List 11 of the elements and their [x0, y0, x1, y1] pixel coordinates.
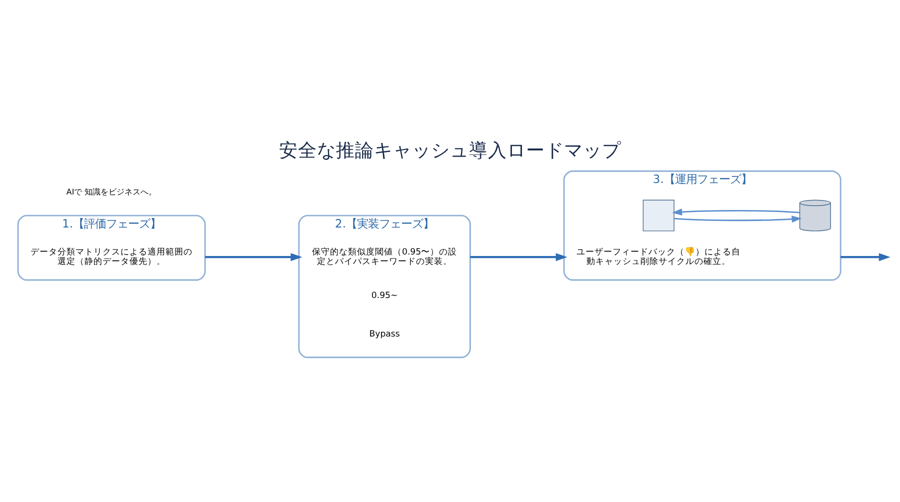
label: Bypass	[369, 330, 400, 340]
arrow	[840, 253, 890, 262]
node-box	[642, 200, 674, 232]
cluster: 3.【運用フェーズ】 ユーザーフィードバック（👎）による自動キャッシュ削除サイクルの確立。	[563, 170, 842, 281]
arrow	[674, 216, 802, 223]
diagram-title: 安全な推論キャッシュ導入ロードマップ	[279, 140, 621, 162]
arrow	[470, 253, 568, 262]
label: 0.95~	[371, 291, 398, 302]
arrow	[205, 253, 302, 262]
arrow	[672, 208, 800, 216]
node-box: 1.【評価フェーズ】 データ分類マトリクスによる適用範囲の選定（静的データ優先）。	[17, 214, 206, 281]
